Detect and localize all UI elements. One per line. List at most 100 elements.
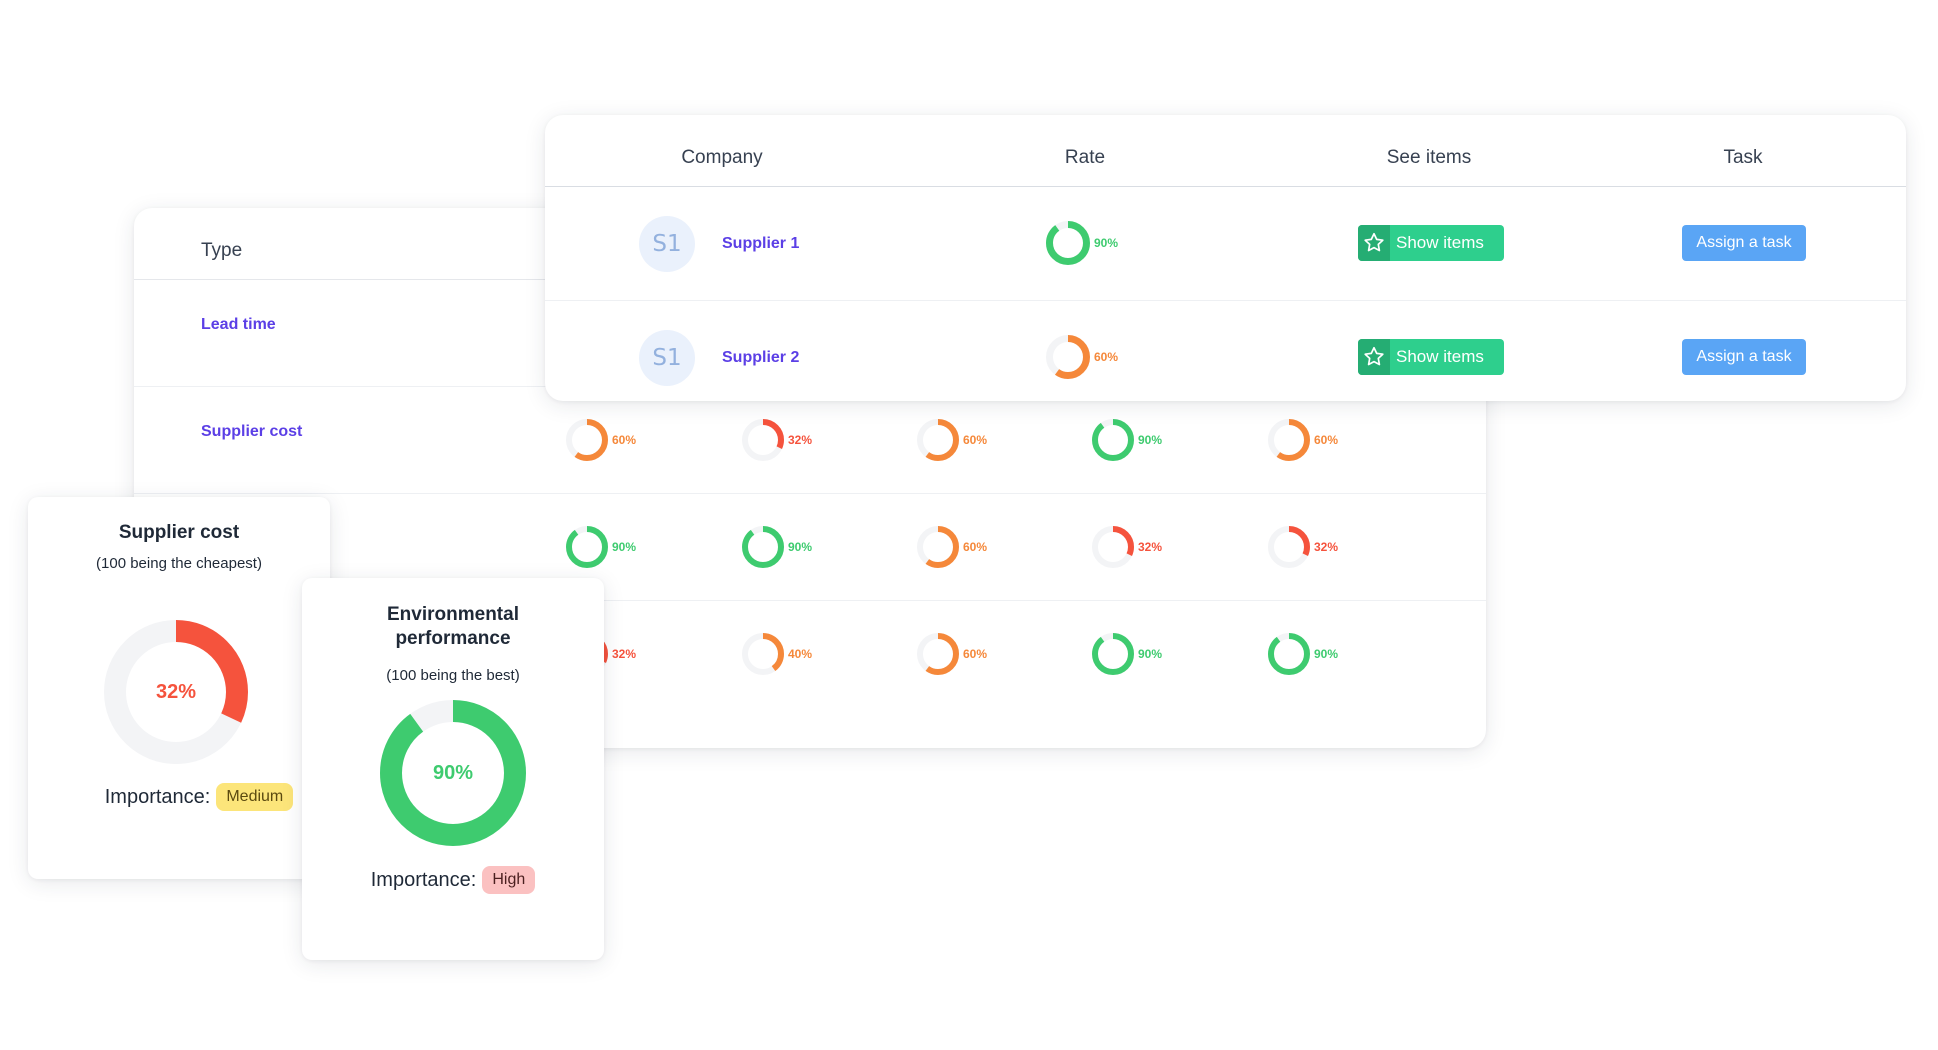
see-items-column-header: See items <box>1386 147 1472 168</box>
ring-percent-label: 60% <box>963 433 988 447</box>
ring-arc <box>1046 335 1090 379</box>
show-items-button[interactable]: Show items <box>1358 339 1504 375</box>
ring-percent-label: 60% <box>612 433 637 447</box>
ring-chart <box>1268 419 1310 461</box>
score-ring: 90% <box>1268 633 1338 675</box>
type-column-header: Type <box>201 240 243 261</box>
ring-arc <box>566 526 608 568</box>
ring-arc <box>1092 526 1134 568</box>
supplier-cost-card: Supplier cost (100 being the cheapest) 3… <box>28 497 330 879</box>
score-ring: 90% <box>1092 633 1162 675</box>
supplier-name-link[interactable]: Supplier 2 <box>722 349 800 366</box>
show-items-label: Show items <box>1396 347 1484 366</box>
ring-percent-label: 40% <box>788 647 813 661</box>
ring-percent-label: 90% <box>788 540 813 554</box>
card-subtitle: (100 being the best) <box>386 667 520 684</box>
ring-chart <box>1268 633 1310 675</box>
ring-chart <box>742 526 784 568</box>
score-ring: 32% <box>1268 526 1338 568</box>
cost-donut-chart: 32% <box>104 620 248 764</box>
supplier-table-header: Company Rate See items Task <box>545 115 1906 187</box>
show-items-label: Show items <box>1396 233 1484 252</box>
ring-arc <box>1092 633 1134 675</box>
ring-percent-label: 90% <box>1138 433 1163 447</box>
score-ring: 32% <box>742 419 812 461</box>
ring-chart <box>566 419 608 461</box>
star-icon <box>1358 339 1390 375</box>
rate-column-header: Rate <box>1064 147 1106 168</box>
environmental-performance-card: Environmental performance (100 being the… <box>302 578 604 960</box>
score-ring: 60% <box>917 633 987 675</box>
score-ring: 32% <box>1092 526 1162 568</box>
task-column-header: Task <box>1723 147 1763 168</box>
ring-chart <box>917 526 959 568</box>
importance-row: Importance: Medium <box>28 783 330 811</box>
ring-arc <box>742 526 784 568</box>
company-column-header: Company <box>681 147 763 168</box>
ring-arc <box>742 633 784 675</box>
ring-percent-label: 32% <box>1314 540 1339 554</box>
ring-arc <box>1092 419 1134 461</box>
score-ring: 60% <box>917 419 987 461</box>
ring-percent-label: 32% <box>612 647 637 661</box>
ring-percent-label: 90% <box>1138 647 1163 661</box>
supplier-row: S1 Supplier 2 60% Show items Assign a ta… <box>545 301 1906 415</box>
importance-label: Importance: <box>370 868 477 891</box>
ring-percent-label: 90% <box>612 540 637 554</box>
ring-chart <box>742 419 784 461</box>
type-label[interactable]: Supplier cost <box>201 423 303 440</box>
environmental-donut-chart: 90% <box>380 700 526 846</box>
star-icon <box>1358 225 1390 261</box>
show-items-button[interactable]: Show items <box>1358 225 1504 261</box>
score-ring: 40% <box>742 633 812 675</box>
avatar: S1 <box>639 330 695 386</box>
ring-percent-label: 60% <box>963 540 988 554</box>
score-ring: 90% <box>566 526 636 568</box>
ring-percent-label: 60% <box>1094 350 1119 364</box>
importance-row: Importance: High <box>302 866 604 894</box>
ring-arc <box>104 620 248 764</box>
ring-arc <box>380 700 526 846</box>
rate-ring: 90% <box>1046 221 1118 265</box>
assign-task-button[interactable]: Assign a task <box>1682 339 1806 375</box>
importance-badge: Medium <box>216 783 294 811</box>
ring-percent-label: 60% <box>1314 433 1339 447</box>
ring-arc <box>917 419 959 461</box>
ring-arc <box>1268 633 1310 675</box>
card-subtitle: (100 being the cheapest) <box>96 555 262 572</box>
rate-ring: 60% <box>1046 335 1118 379</box>
score-ring: 60% <box>566 419 636 461</box>
score-ring: 90% <box>1092 419 1162 461</box>
ring-chart <box>742 633 784 675</box>
type-row-supplier-cost: Supplier cost 60% 32% 60% 90% 60% <box>134 387 1486 494</box>
assign-task-button[interactable]: Assign a task <box>1682 225 1806 261</box>
ring-percent-label: 90% <box>1314 647 1339 661</box>
importance-label: Importance: <box>104 785 211 808</box>
type-row: 90% 90% 60% 32% 32% <box>134 494 1486 601</box>
ring-arc <box>1268 526 1310 568</box>
ring-chart <box>1092 526 1134 568</box>
ring-arc <box>566 419 608 461</box>
ring-percent-label: 32% <box>788 433 813 447</box>
ring-arc <box>917 526 959 568</box>
donut-center-value: 90% <box>432 761 474 784</box>
score-ring: 60% <box>1268 419 1338 461</box>
ring-chart <box>1092 633 1134 675</box>
supplier-name-link[interactable]: Supplier 1 <box>722 235 800 252</box>
score-ring: 60% <box>917 526 987 568</box>
ring-arc <box>742 419 784 461</box>
score-ring: 90% <box>742 526 812 568</box>
ring-chart <box>380 700 526 846</box>
type-label[interactable]: Lead time <box>201 316 276 333</box>
ring-chart <box>917 419 959 461</box>
ring-arc <box>1268 419 1310 461</box>
ring-chart <box>1046 335 1090 379</box>
ring-chart <box>1046 221 1090 265</box>
ring-percent-label: 90% <box>1094 236 1119 250</box>
importance-badge: High <box>482 866 536 894</box>
ring-chart <box>1092 419 1134 461</box>
ring-percent-label: 32% <box>1138 540 1163 554</box>
ring-percent-label: 60% <box>963 647 988 661</box>
ring-chart <box>566 526 608 568</box>
card-title: Supplier cost <box>118 522 240 543</box>
